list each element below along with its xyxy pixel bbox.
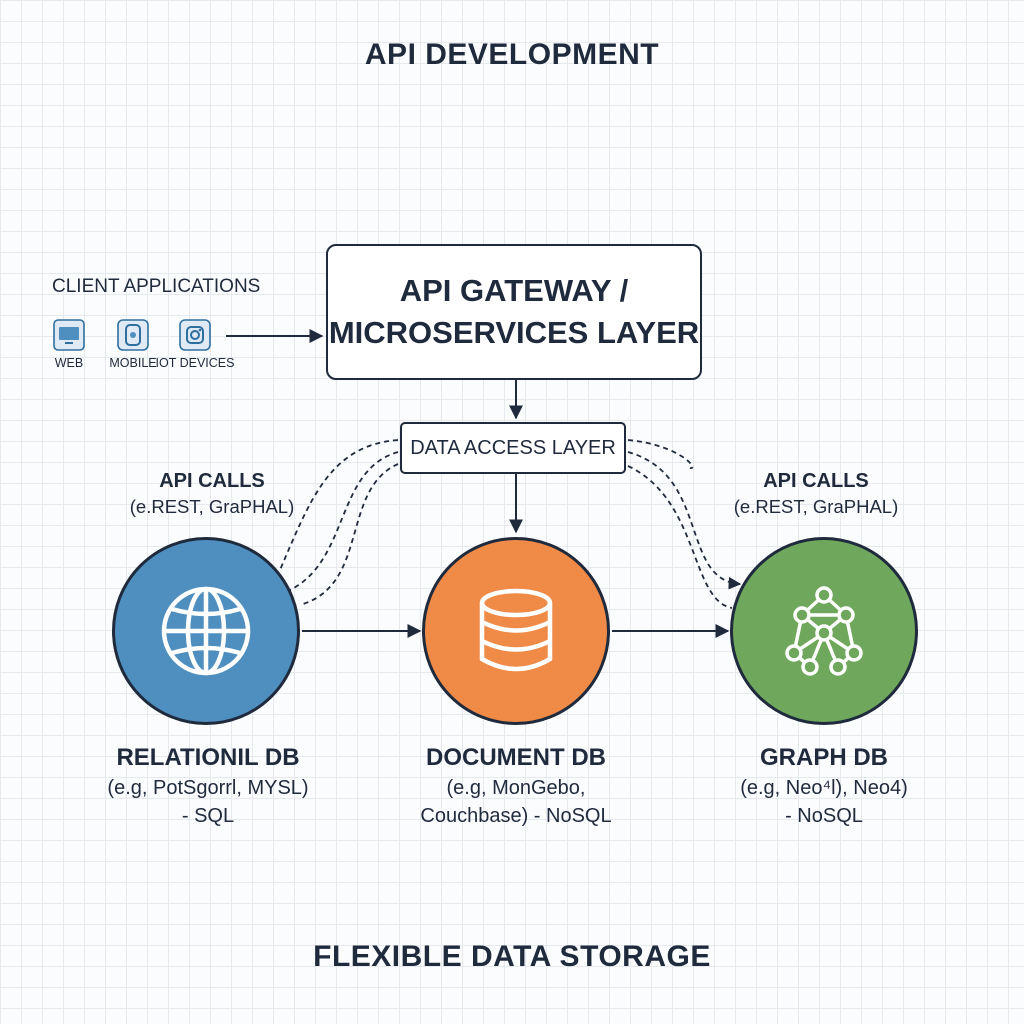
api-calls-right-title: API CALLS xyxy=(763,470,869,492)
graph-db-desc-1: (e.g, Neo⁴l), Neo4) xyxy=(740,777,908,799)
document-db-name: DOCUMENT DB xyxy=(426,744,606,771)
globe-icon xyxy=(161,586,251,676)
client-web-label: WEB xyxy=(54,356,84,370)
dashed-link-right-1 xyxy=(627,439,694,469)
relational-db-desc-1: (e.g, PotSgorrl, MYSL) xyxy=(107,777,309,799)
dashed-link-left-2 xyxy=(289,451,399,591)
dashed-link-right-3 xyxy=(627,465,733,609)
graph-network-icon xyxy=(785,586,863,676)
dashed-link-right-2 xyxy=(627,451,742,590)
diagram-title: API DEVELOPMENT xyxy=(364,38,660,71)
graph-db-name: GRAPH DB xyxy=(759,744,888,771)
monitor-icon xyxy=(52,318,86,352)
api-calls-left-title: API CALLS xyxy=(159,470,265,492)
iot-device-icon xyxy=(178,318,212,352)
mobile-icon xyxy=(116,318,150,352)
relational-db-node xyxy=(112,537,300,725)
gateway-line-1: API GATEWAY / xyxy=(399,273,629,308)
dashed-link-left-3 xyxy=(299,463,399,606)
gateway-line-2: MICROSERVICES LAYER xyxy=(328,315,700,350)
api-gateway-box: API GATEWAY / MICROSERVICES LAYER xyxy=(326,244,702,380)
api-calls-right-sub: (e.REST, GraPHAL) xyxy=(733,496,899,517)
client-mobile-label: MOBILE xyxy=(109,356,157,370)
data-access-layer-box: DATA ACCESS LAYER xyxy=(400,422,626,474)
api-calls-left-sub: (e.REST, GraPHAL) xyxy=(129,496,295,517)
client-iot-label: IOT DEVICES xyxy=(155,356,235,370)
relational-db-name: RELATIONIL DB xyxy=(116,744,300,771)
diagram-footer: FLEXIBLE DATA STORAGE xyxy=(313,940,711,973)
client-applications-title: CLIENT APPLICATIONS xyxy=(52,276,261,297)
document-db-desc-1: (e.g, MonGebo, xyxy=(446,777,586,799)
graph-db-desc-2: - NoSQL xyxy=(785,805,863,827)
relational-db-desc-2: - SQL xyxy=(181,805,235,827)
database-icon xyxy=(479,588,553,672)
document-db-node xyxy=(422,537,610,725)
graph-db-node xyxy=(730,537,918,725)
document-db-desc-2: Couchbase) - NoSQL xyxy=(420,805,612,827)
